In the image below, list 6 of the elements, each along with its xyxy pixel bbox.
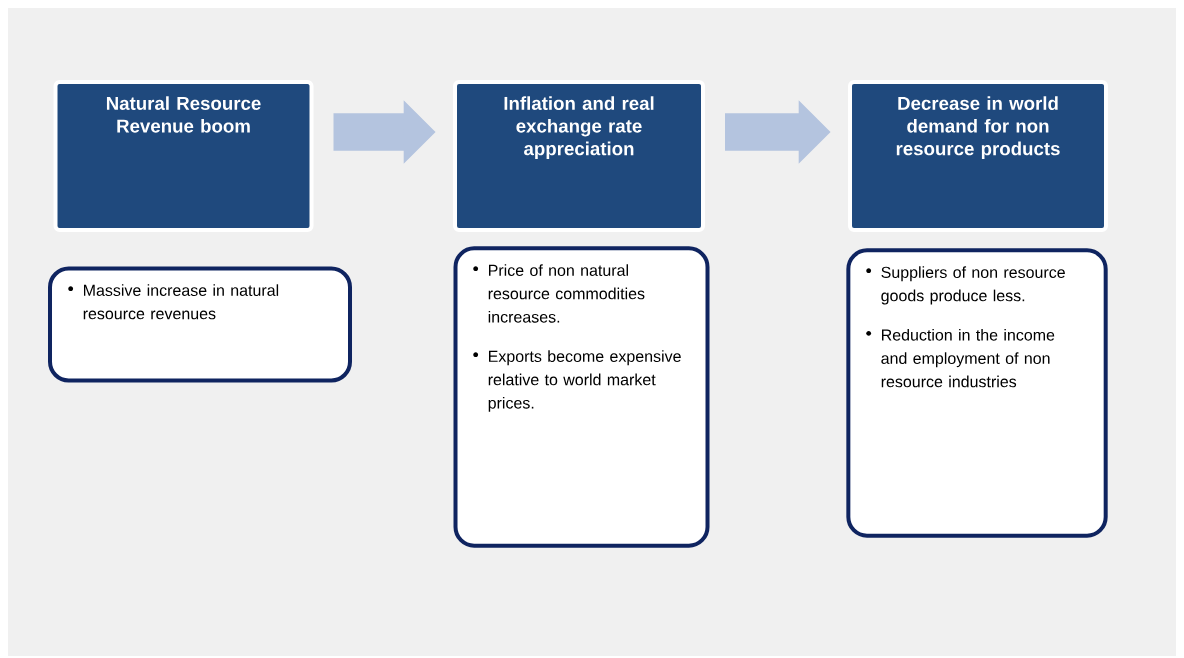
bullet-list-box: Massive increase in natural resource revenues — [48, 266, 352, 383]
heading-box: Decrease in world demand for non resource products — [848, 80, 1108, 232]
bullet-list-box: Suppliers of non resource goods produce less. Reduction in the income and employment of non resource industries — [846, 248, 1108, 538]
heading-box: Inflation and real exchange rate appreciation — [453, 80, 705, 232]
bullet-list-box: Price of non natural resource commodities increases. Exports become expensive relative to world market prices. — [453, 246, 710, 548]
heading-box: Natural Resource Revenue boom — [53, 80, 314, 232]
